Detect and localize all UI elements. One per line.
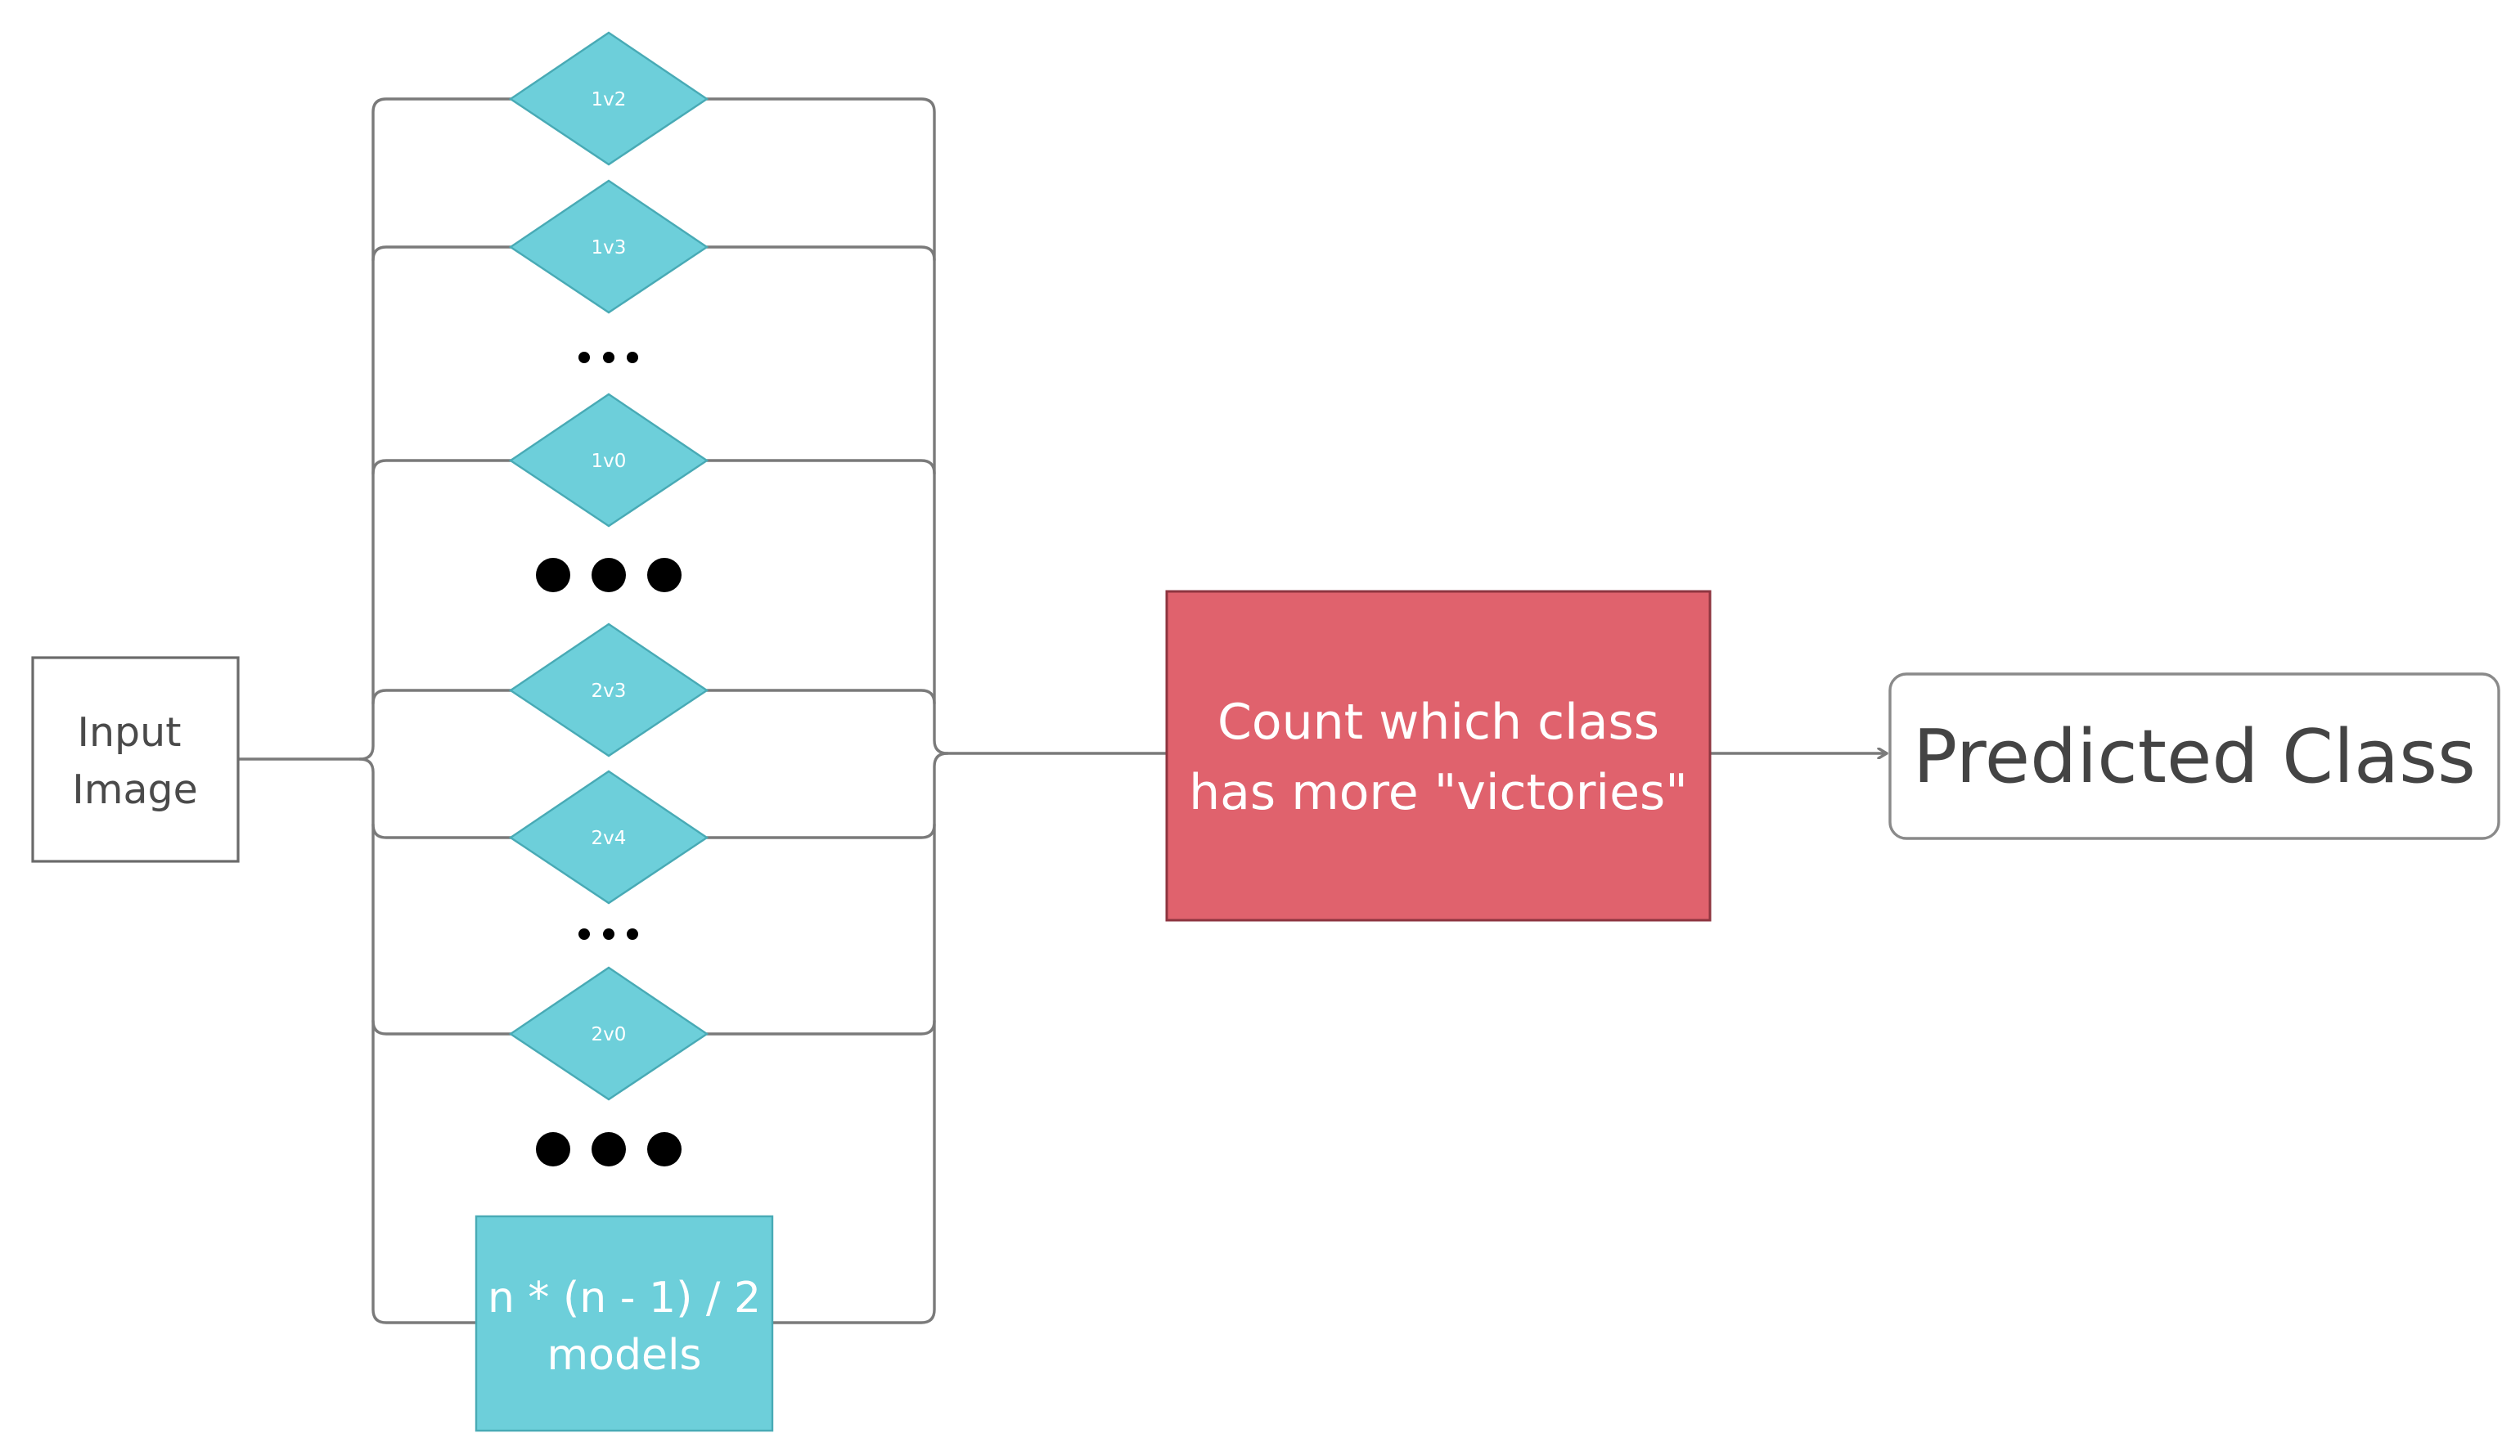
classifier-label: 1v3 (592, 237, 627, 258)
branch-right-2v3 (705, 689, 936, 705)
input-image-node: Input Image (31, 656, 240, 863)
ellipsis-small-1 (578, 352, 638, 363)
models-count-line1: n * (n - 1) / 2 (488, 1274, 761, 1323)
classifier-1v3: 1v3 (508, 179, 709, 314)
branch-left-2v3 (371, 689, 512, 705)
branch-left-1v0 (371, 459, 512, 475)
classifier-label: 1v0 (592, 451, 627, 472)
merge-upper (705, 97, 1168, 755)
models-count-line2: models (547, 1331, 701, 1380)
branch-right-2v4 (705, 823, 936, 839)
predicted-class-node: Predicted Class (1888, 672, 2500, 840)
merge-lower (771, 752, 949, 1324)
ellipsis-small-2 (578, 928, 638, 940)
vote-count-line1: Count which class (1217, 694, 1659, 751)
input-connector (236, 97, 512, 761)
input-image-label-line1: Input (78, 709, 182, 756)
classifier-label: 2v4 (592, 828, 627, 849)
vote-count-node: Count which class has more "victories" (1165, 590, 1712, 922)
branch-right-1v3 (705, 245, 936, 262)
classifier-label: 2v3 (592, 681, 627, 702)
branch-left-2v0 (371, 1019, 512, 1036)
classifier-2v0: 2v0 (508, 966, 709, 1101)
branch-left-2v4 (371, 823, 512, 839)
predicted-class-label: Predicted Class (1913, 714, 2476, 800)
input-image-label-line2: Image (72, 766, 197, 813)
ellipsis-large-1 (536, 558, 682, 592)
classifier-2v4: 2v4 (508, 770, 709, 905)
models-count-node: n * (n - 1) / 2 models (475, 1215, 774, 1432)
branch-right-1v0 (705, 459, 936, 475)
classifier-1v0: 1v0 (508, 393, 709, 528)
classifier-label: 2v0 (592, 1024, 627, 1045)
classifier-1v2: 1v2 (508, 31, 709, 166)
branch-left-1v3 (371, 245, 512, 262)
ellipsis-large-2 (536, 1132, 682, 1166)
branch-right-2v0 (705, 1019, 936, 1036)
vote-count-line2: has more "victories" (1189, 764, 1688, 821)
classifier-2v3: 2v3 (508, 622, 709, 757)
classifier-label: 1v2 (592, 89, 627, 110)
input-connector-lower (358, 757, 478, 1324)
